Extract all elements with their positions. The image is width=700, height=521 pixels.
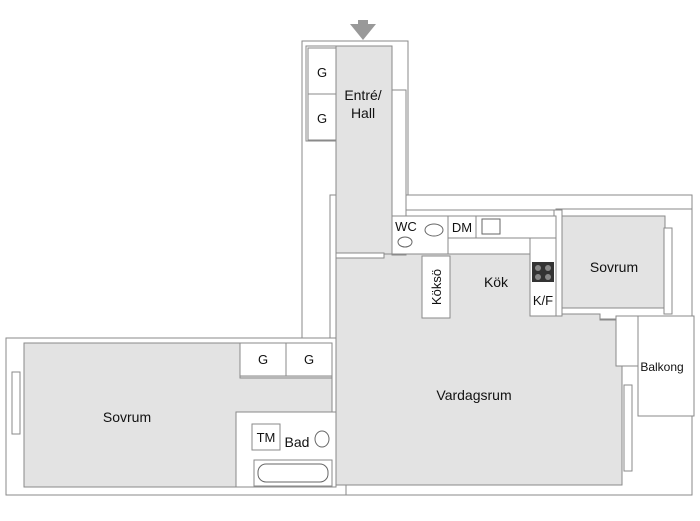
room-label-tm: TM [257,430,276,445]
room-label-entre-hall-1: Entré/ [344,87,381,103]
room-label-vardagsrum: Vardagsrum [436,387,511,403]
hall-floor [335,45,393,255]
wardrobe-hall-2 [307,93,337,141]
room-label-sovrum-right: Sovrum [590,259,638,275]
room-label-wc: WC [395,219,417,234]
room-label-kok: Kök [484,274,509,290]
wardrobe-label: G [317,65,327,80]
room-label-sovrum-left: Sovrum [103,409,151,425]
sink-icon [397,236,413,248]
wardrobe-label: G [258,352,268,367]
wardrobe-label: G [304,352,314,367]
room-label-kf: K/F [533,293,553,308]
bedroom-wardrobes [239,342,333,377]
kitchen-island [421,255,451,319]
room-label-balkong: Balkong [640,360,683,374]
room-label-bad: Bad [285,434,310,450]
room-label-entre-hall-2: Hall [351,105,375,121]
kitchen-counters [421,215,557,319]
toilet-icon [424,223,444,237]
wardrobe-hall-1 [307,47,337,95]
entrance-arrow-stem [358,20,368,26]
room-label-koksso: Köksö [429,269,444,305]
bedroom-right-floor [561,215,666,309]
washing-machine [251,423,281,451]
wardrobe-label: G [317,111,327,126]
balcony [637,315,695,417]
wardrobe-bedroom-1 [239,342,287,377]
sink-icon [314,430,330,448]
wardrobe-bedroom-2 [285,342,333,377]
sink-icon [481,218,501,235]
windows [11,227,673,472]
room-label-dm: DM [452,220,472,235]
entrance-arrow-icon [350,24,376,40]
hall-wardrobes [307,47,337,141]
stove-icon [532,262,554,282]
